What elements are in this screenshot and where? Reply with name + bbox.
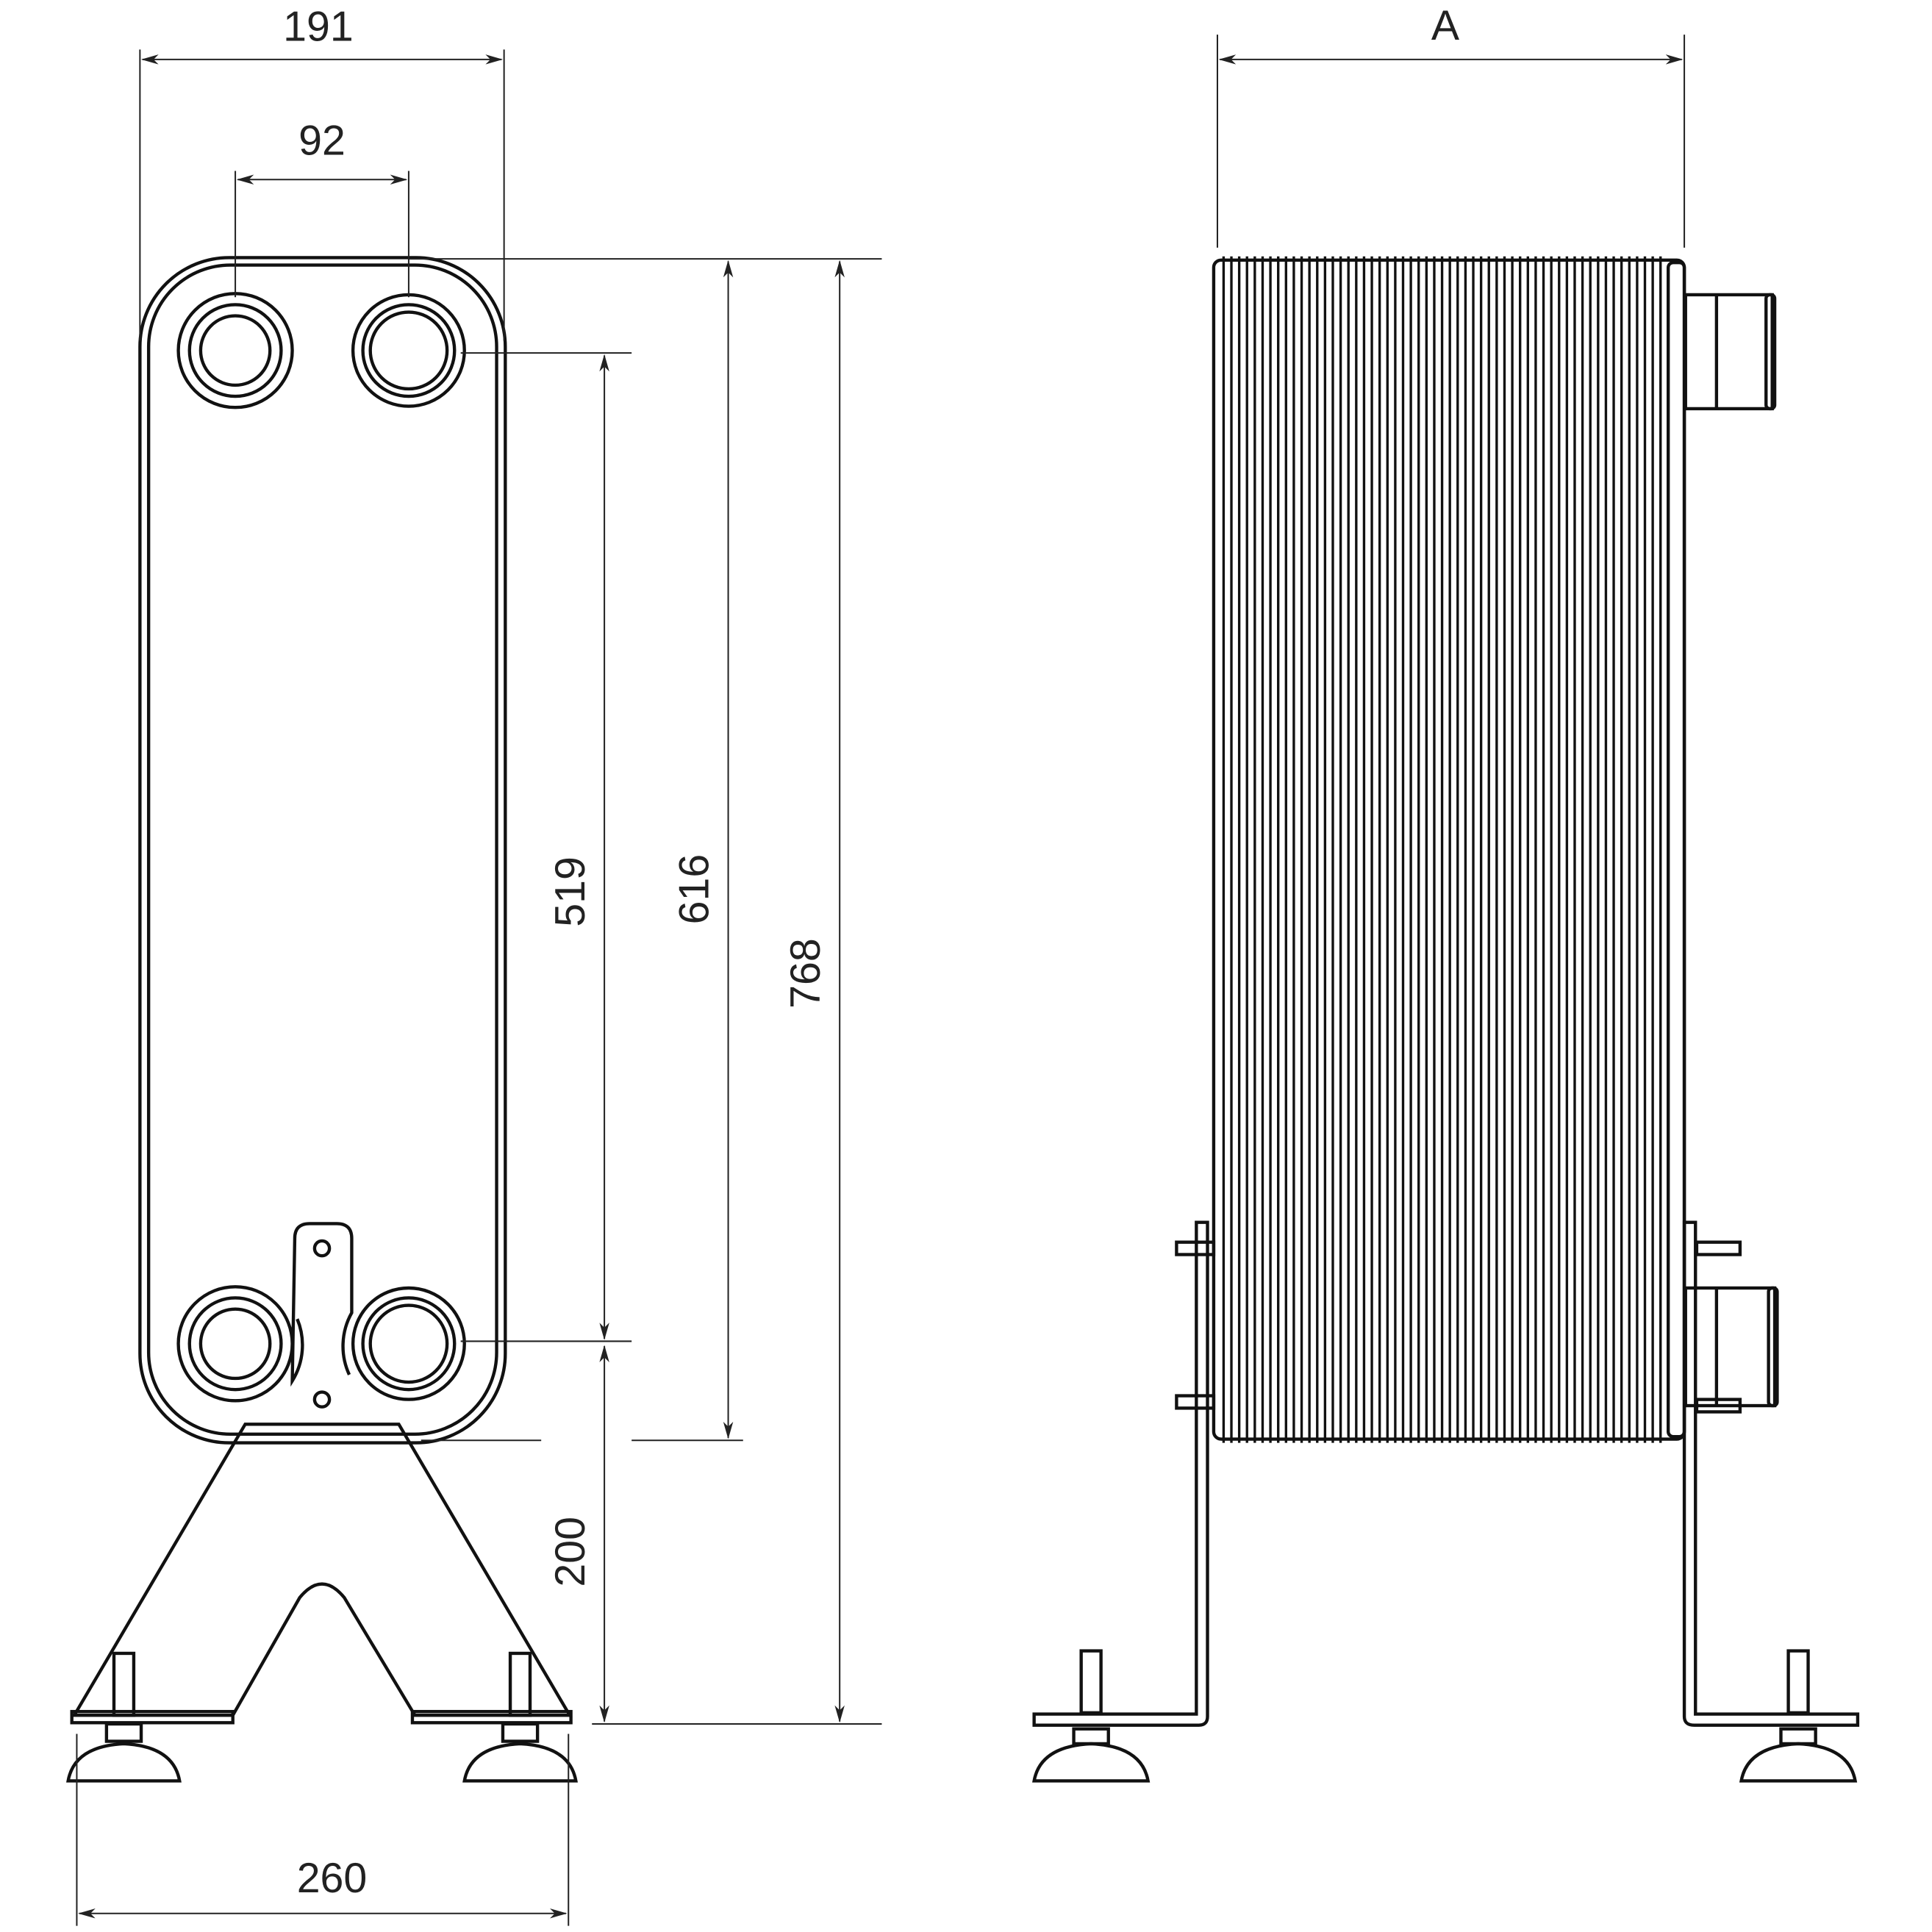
front-view: 191 92 519 616 768 200 260 (66, 4, 882, 1926)
dim-label-stand-height: 200 (547, 1517, 594, 1587)
plate-inner-edge (146, 263, 498, 1436)
port-cold-bottom (176, 1285, 294, 1403)
end-plate (1666, 260, 1686, 1439)
side-view: A (1032, 2, 1860, 1783)
dim-label-port-spacing: 92 (298, 118, 346, 165)
dim-label-stand-width: 260 (297, 1855, 368, 1902)
dim-label-port-center-height: 519 (547, 856, 594, 927)
port-hot-top (351, 293, 466, 408)
side-bracket-right (1682, 1220, 1860, 1727)
dim-label-plate-width: 191 (283, 4, 354, 51)
connector-bottom (1684, 1286, 1779, 1408)
dim-label-total-height: 768 (782, 938, 829, 1009)
plate-fins (1222, 256, 1662, 1443)
side-bracket-left (1032, 1220, 1209, 1727)
port-hot-bottom (351, 1286, 466, 1401)
dim-label-pack-length: A (1431, 2, 1460, 49)
stand-foot-plate-right (410, 1709, 573, 1725)
connector-top (1684, 293, 1777, 411)
mount-hole-icon (312, 1390, 332, 1409)
leveling-foot-right (462, 1651, 578, 1783)
plate-cutout (290, 1222, 354, 1387)
stand-foot-plate-left (70, 1709, 235, 1725)
leveling-foot-side-left (1032, 1649, 1151, 1783)
leveling-foot-side-right (1739, 1649, 1858, 1783)
stand-bracket (71, 1423, 573, 1717)
dim-label-plate-height: 616 (671, 854, 718, 925)
mount-hole-icon (312, 1239, 332, 1258)
port-cold-top (176, 292, 294, 409)
leveling-foot-left (66, 1651, 182, 1783)
plate (138, 256, 507, 1445)
